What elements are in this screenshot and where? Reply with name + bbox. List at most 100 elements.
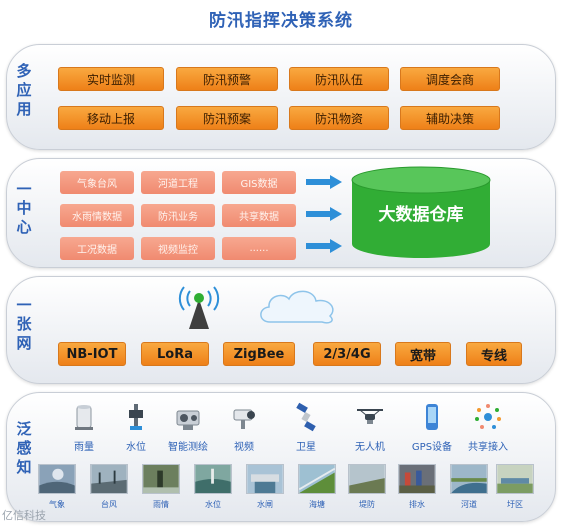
database-cylinder-icon — [351, 166, 491, 258]
river-photo-icon — [450, 464, 488, 494]
band-one-network — [6, 276, 556, 384]
network-item: NB-IOT — [58, 342, 126, 366]
watermark: 亿信科技 — [2, 509, 46, 522]
sensor-drone: 无人机 — [344, 402, 396, 453]
photo-thumbnail: 河道 — [450, 464, 488, 509]
label-glyph: 心 — [16, 218, 32, 236]
label-glyph: 多 — [16, 62, 32, 80]
cloud-icon — [260, 290, 334, 324]
drone-icon — [357, 409, 383, 424]
sensor-surveying: 智能测绘 — [162, 402, 214, 453]
data-source-item: ...... — [222, 237, 296, 260]
photo-label: 台风 — [101, 500, 117, 509]
app-button[interactable]: 实时监测 — [58, 67, 164, 91]
label-glyph: 泛 — [16, 420, 32, 438]
network-item: 宽带 — [395, 342, 451, 366]
data-source-item: 共享数据 — [222, 204, 296, 227]
rain-gauge-icon — [75, 405, 93, 430]
satellite-icon — [296, 402, 316, 432]
gps-device-icon — [426, 404, 438, 430]
band-multi-app — [6, 44, 556, 150]
app-button[interactable]: 调度会商 — [400, 67, 500, 91]
water-level-photo-icon — [194, 464, 232, 494]
photo-label: 海塘 — [309, 500, 325, 509]
sensor-rain-gauge: 雨量 — [58, 402, 110, 453]
sensor-water-level: 水位 — [110, 402, 162, 453]
app-button[interactable]: 辅助决策 — [400, 106, 500, 130]
sensor-label: 无人机 — [355, 442, 385, 453]
sensor-label: 水位 — [126, 442, 146, 453]
arrow-right-icon — [306, 239, 342, 253]
wireless-tower-icon — [178, 286, 220, 329]
page-title: 防汛指挥决策系统 — [209, 11, 353, 31]
data-warehouse-label: 大数据仓库 — [378, 205, 464, 225]
photo-thumbnail: 水位 — [194, 464, 232, 509]
sensor-label: 共享接入 — [468, 442, 508, 453]
data-source-item: 视频监控 — [141, 237, 215, 260]
weather-photo-icon — [38, 464, 76, 494]
seawall-photo-icon — [298, 464, 336, 494]
photo-label: 排水 — [409, 500, 425, 509]
label-glyph: 感 — [16, 439, 32, 457]
label-glyph: 知 — [16, 458, 32, 476]
app-button[interactable]: 移动上报 — [58, 106, 164, 130]
arrow-right-icon — [306, 207, 342, 221]
band-perception — [6, 392, 556, 522]
photo-label: 堤防 — [359, 500, 375, 509]
photo-thumbnail: 堤防 — [348, 464, 386, 509]
label-multi-app: 多应用 — [14, 62, 34, 119]
sensor-shared-access: 共享接入 — [462, 402, 514, 453]
network-item: LoRa — [141, 342, 209, 366]
data-source-item: 工况数据 — [60, 237, 134, 260]
data-source-item: 水雨情数据 — [60, 204, 134, 227]
drainage-photo-icon — [398, 464, 436, 494]
sluice-photo-icon — [246, 464, 284, 494]
typhoon-photo-icon — [90, 464, 128, 494]
app-button[interactable]: 防汛物资 — [289, 106, 389, 130]
label-char: 一中心 — [14, 180, 34, 237]
data-source-item: 河道工程 — [141, 171, 215, 194]
label-glyph: 一 — [16, 180, 32, 198]
water-level-sensor-icon — [129, 404, 143, 430]
sensor-label: 卫星 — [296, 442, 316, 453]
sensor-gps: GPS设备 — [406, 402, 458, 453]
label-glyph: 张 — [16, 315, 32, 333]
polder-photo-icon — [496, 464, 534, 494]
label-char: 泛感知 — [14, 420, 34, 477]
label-glyph: 应 — [16, 81, 32, 99]
label-glyph: 用 — [16, 100, 32, 118]
data-source-item: 防汛业务 — [141, 204, 215, 227]
photo-thumbnail: 台风 — [90, 464, 128, 509]
photo-thumbnail: 水闸 — [246, 464, 284, 509]
photo-label: 河道 — [461, 500, 477, 509]
photo-thumbnail: 圩区 — [496, 464, 534, 509]
label-glyph: 网 — [16, 334, 32, 352]
label-char: 一张网 — [14, 296, 34, 353]
photo-thumbnail: 雨情 — [142, 464, 180, 509]
sensor-satellite: 卫星 — [280, 402, 332, 453]
shared-access-icon — [475, 404, 501, 429]
data-source-item: GIS数据 — [222, 171, 296, 194]
sensor-label: 智能测绘 — [168, 442, 208, 453]
photo-thumbnail: 气象 — [38, 464, 76, 509]
photo-label: 雨情 — [153, 500, 169, 509]
label-glyph: 一 — [16, 296, 32, 314]
network-item: ZigBee — [223, 342, 295, 366]
sensor-label: 雨量 — [74, 442, 94, 453]
photo-thumbnail: 海塘 — [298, 464, 336, 509]
label-one-center: 一中心 — [14, 180, 34, 237]
photo-thumbnail: 排水 — [398, 464, 436, 509]
surveying-instrument-icon — [176, 410, 200, 430]
app-button[interactable]: 防汛预案 — [176, 106, 278, 130]
label-one-network: 一张网 — [14, 296, 34, 353]
app-button[interactable]: 防汛预警 — [176, 67, 278, 91]
photo-label: 气象 — [49, 500, 65, 509]
app-button[interactable]: 防汛队伍 — [289, 67, 389, 91]
network-item: 2/3/4G — [313, 342, 381, 366]
sensor-video: 视频 — [218, 402, 270, 453]
photo-label: 水位 — [205, 500, 221, 509]
camera-icon — [233, 409, 255, 429]
arrow-right-icon — [306, 175, 342, 189]
label-char: 多应用 — [14, 62, 34, 119]
label-perception: 泛感知 — [14, 420, 34, 477]
